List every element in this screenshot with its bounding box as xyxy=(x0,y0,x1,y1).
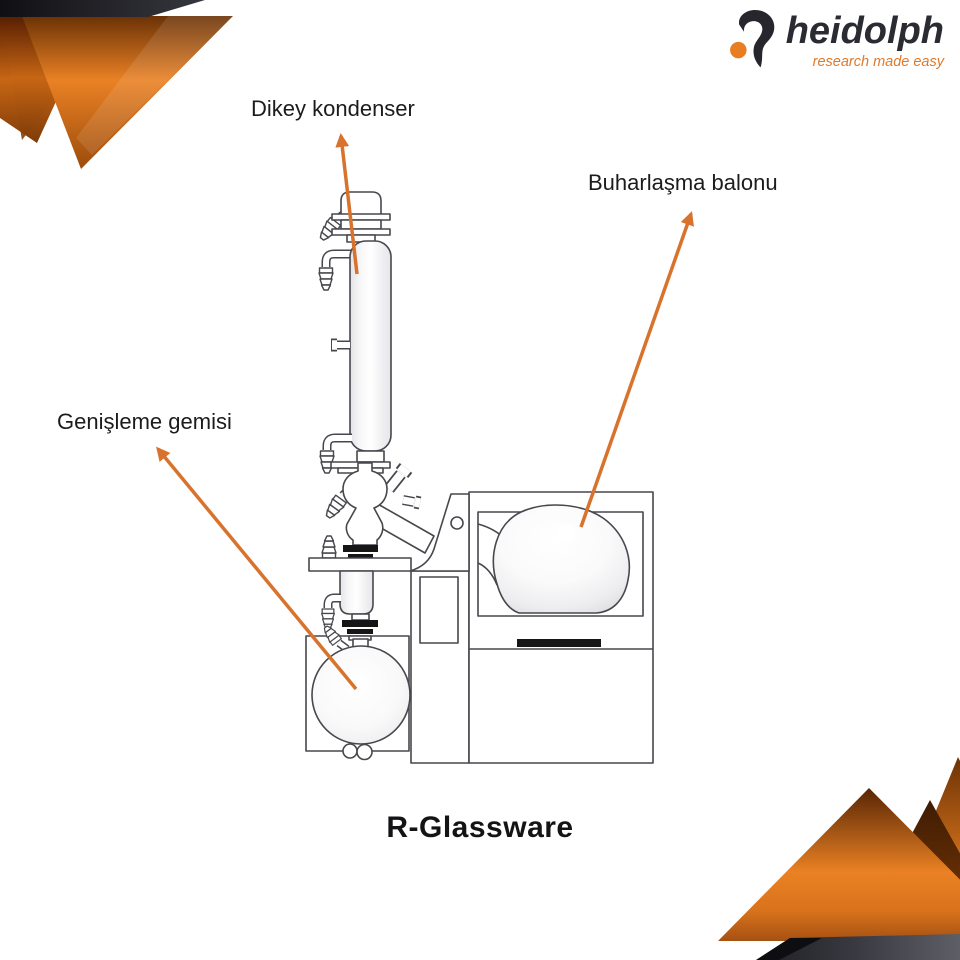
support-shelf xyxy=(308,557,412,572)
heidolph-logo-mark-icon xyxy=(729,9,774,68)
brand-tagline: research made easy xyxy=(812,54,944,70)
arrow-to-evaporating-flask-label xyxy=(579,211,694,528)
flask-highlight xyxy=(557,524,575,542)
vapor-duct-drawing xyxy=(321,462,422,559)
drive-housing-hole xyxy=(450,516,464,530)
heidolph-logo: heidolph research made easy xyxy=(728,8,944,74)
y-piece-body xyxy=(342,462,388,546)
arrow-to-expansion-vessel-label xyxy=(156,446,358,691)
vessel-inlet-tube xyxy=(339,570,374,615)
vessel-foot xyxy=(356,743,373,761)
evaporating-flask-drawing xyxy=(477,504,631,614)
brand-name: heidolph xyxy=(785,10,944,52)
flange-clamp xyxy=(343,545,378,552)
expansion-vessel-body xyxy=(311,645,411,745)
machine-column-panel xyxy=(419,576,459,644)
vessel-foot xyxy=(342,743,358,759)
evaporating-flask-body xyxy=(492,504,631,614)
housing-handle-bar xyxy=(517,639,601,647)
label-vertical-condenser: Dikey kondenser xyxy=(251,96,415,121)
arrow-to-condenser-label xyxy=(335,133,359,275)
label-expansion-vessel: Genişleme gemisi xyxy=(57,409,232,434)
diagram-title: R-Glassware xyxy=(386,811,574,844)
rotary-drive-housing xyxy=(409,493,470,572)
expansion-vessel-drawing xyxy=(305,535,412,761)
flange-clamp xyxy=(342,620,378,627)
logo-orange-dot xyxy=(729,41,747,59)
condenser-drawing xyxy=(315,191,392,474)
label-arrows xyxy=(156,133,694,691)
logo-swoosh xyxy=(738,9,774,68)
label-evaporating-flask: Buharlaşma balonu xyxy=(588,170,778,195)
